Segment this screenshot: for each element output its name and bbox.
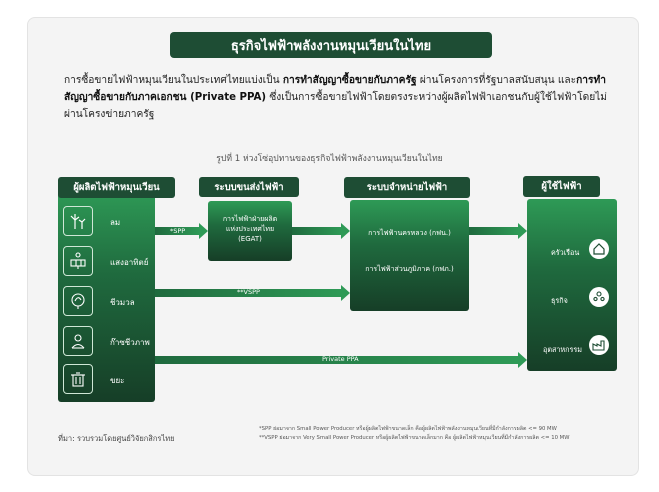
intro-text-3: ซึ่งเป็นการซื้อขายไฟฟ้าโดยตรงระหว่างผู้ผ… [64, 92, 608, 120]
page-title: ธุรกิจไฟฟ้าพลังงานหมุนเวียนในไทย [170, 32, 492, 58]
intro-paragraph: การซื้อขายไฟฟ้าหมุนเวียนในประเทศไทยแบ่งเ… [64, 72, 624, 123]
distribution-item-pea: การไฟฟ้าส่วนภูมิภาค (กฟภ.) [365, 265, 454, 273]
ppa-arrow-label: Private PPA [322, 355, 359, 363]
transmission-header: ระบบขนส่งไฟฟ้า [199, 177, 299, 197]
footnote-spp: *SPP ย่อมาจาก Small Power Producer หรือผ… [259, 426, 557, 432]
footnotes: *SPP ย่อมาจาก Small Power Producer หรือผ… [259, 425, 569, 442]
consumer-label-industry: อุตสาหกรรม [543, 345, 582, 354]
waste-icon [63, 364, 93, 394]
intro-text-2: ผ่านโครงการที่รัฐบาลสนับสนุน และ [416, 75, 577, 86]
distribution-item-mea: การไฟฟ้านครหลวง (กฟน.) [368, 229, 451, 237]
figure-caption: รูปที่ 1 ห่วงโซ่อุปทานของธุรกิจไฟฟ้าพลัง… [216, 154, 443, 164]
egat-line-3: (EGAT) [238, 235, 262, 243]
factory-icon [589, 335, 609, 355]
intro-text-1: การซื้อขายไฟฟ้าหมุนเวียนในประเทศไทยแบ่งเ… [64, 75, 283, 86]
household-icon [589, 239, 609, 259]
generator-label-biomass: ชีวมวล [110, 298, 135, 307]
generators-header: ผู้ผลิตไฟฟ้าหมุนเวียน [58, 177, 175, 198]
distribution-header: ระบบจำหน่ายไฟฟ้า [344, 177, 470, 198]
source-note: ที่มา: รวบรวมโดยศูนย์วิจัยกสิกรไทย [58, 434, 175, 443]
consumers-column: ครัวเรือน ธุรกิจ อุตสาหกรรม [527, 199, 617, 371]
solar-panel-icon [63, 246, 93, 276]
spp-arrow-label: *SPP [170, 227, 186, 235]
egat-line-2: แห่งประเทศไทย [225, 225, 275, 233]
consumer-label-business: ธุรกิจ [551, 296, 568, 305]
business-icon [589, 287, 609, 307]
generator-label-solar: แสงอาทิตย์ [110, 258, 149, 267]
intro-bold-1: การทำสัญญาซื้อขายกับภาครัฐ [282, 75, 417, 86]
distribution-box: การไฟฟ้านครหลวง (กฟน.) การไฟฟ้าส่วนภูมิภ… [350, 200, 469, 311]
egat-box: การไฟฟ้าฝ่ายผลิต แห่งประเทศไทย (EGAT) [208, 201, 292, 261]
consumers-header: ผู้ใช้ไฟฟ้า [523, 176, 600, 197]
intro-bold-2: การทำสัญญาซื้อขายกับภาคเอกชน (Private PP… [64, 75, 606, 103]
generator-label-biogas: ก๊าซชีวภาพ [110, 338, 150, 347]
wind-turbine-icon [63, 206, 93, 236]
footnote-vspp: **VSPP ย่อมาจาก Very Small Power Produce… [259, 434, 570, 441]
generator-label-wind: ลม [110, 218, 121, 227]
egat-line-1: การไฟฟ้าฝ่ายผลิต [222, 215, 278, 223]
biomass-icon [63, 286, 93, 316]
vspp-arrow-label: **VSPP [237, 288, 260, 296]
consumer-label-household: ครัวเรือน [551, 248, 580, 257]
generators-column: ลม แสงอาทิตย์ ชีวมวล ก๊าซชีวภาพ ขยะ [58, 190, 155, 402]
generator-label-waste: ขยะ [110, 376, 125, 385]
biogas-icon [63, 326, 93, 356]
